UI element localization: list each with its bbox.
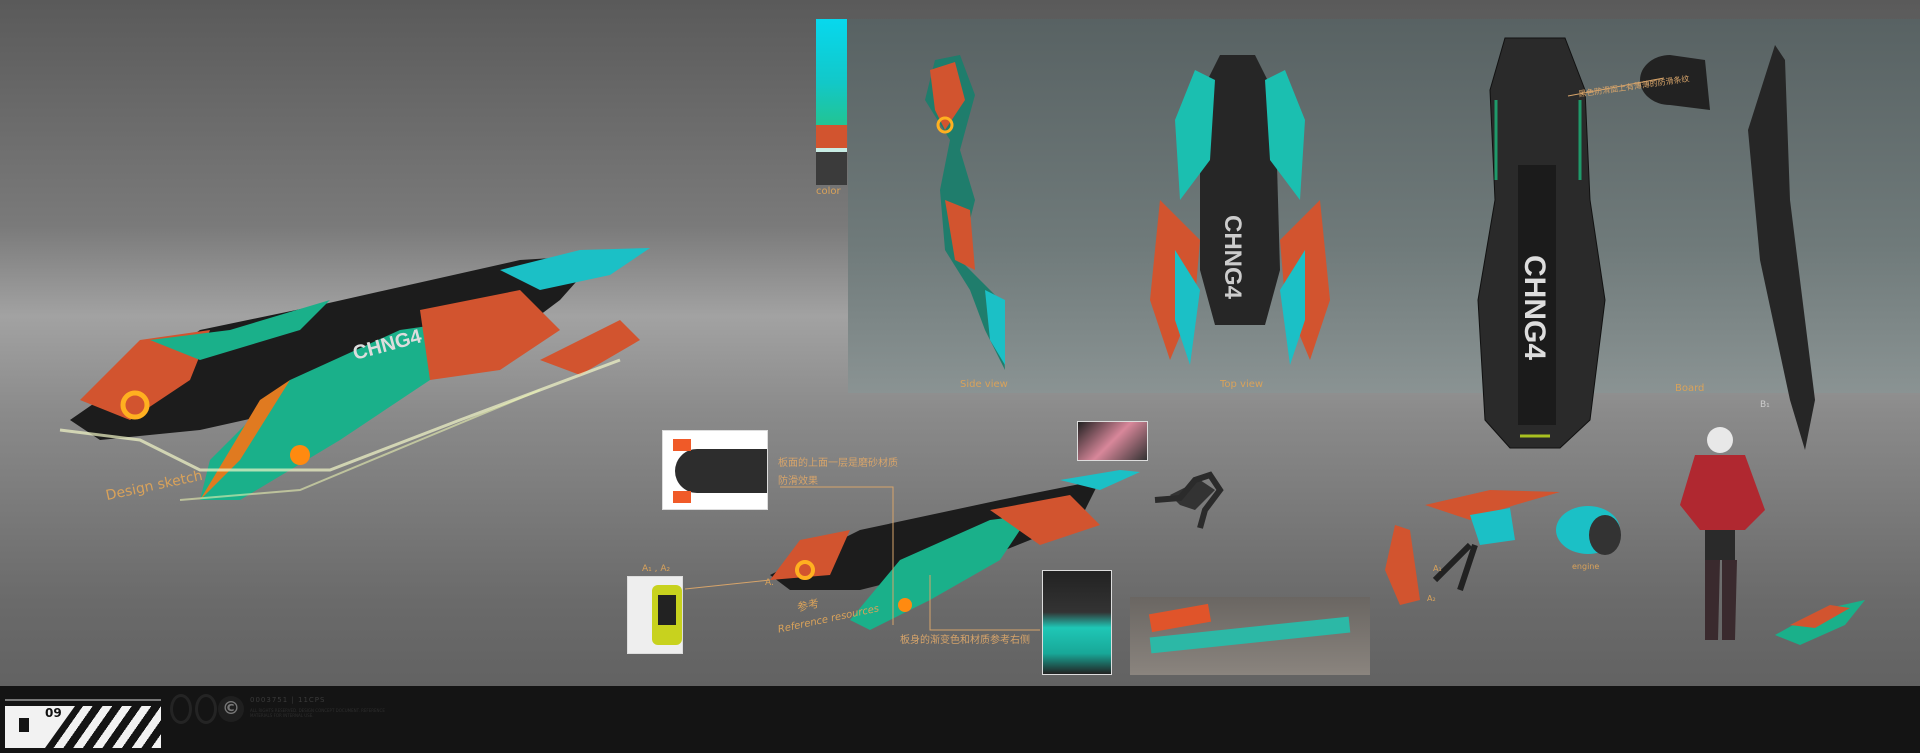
board-drawing: [1477, 37, 1710, 449]
marker-a: A.: [765, 578, 774, 588]
swatch-cyan-green: [816, 19, 847, 125]
footer-fine-print: ALL RIGHTS RESERVED. DESIGN CONCEPT DOCU…: [250, 708, 385, 718]
marker-b: B₁: [1760, 400, 1770, 410]
part-marker-a2: A₂: [1427, 594, 1436, 603]
small-ship-with-rider: [1775, 600, 1865, 645]
top-view-drawing: [1150, 55, 1330, 365]
part-marker-a1: A₁: [1433, 564, 1442, 573]
swatch-mint: [816, 148, 847, 152]
swatch-dark: [816, 152, 847, 185]
swatch-orange: [816, 125, 847, 148]
concept-vehicle-photo: [1130, 597, 1370, 675]
callout-line-skateboard: [780, 486, 894, 625]
side-view-drawing: [925, 55, 1005, 370]
page-number: 09: [45, 706, 62, 720]
body-material-note: 板身的渐变色和材质参考右侧: [900, 635, 1030, 646]
callout-line-car: [929, 575, 1040, 631]
skateboard-reference-photo: [662, 430, 768, 510]
color-palette: [816, 19, 847, 185]
orthographic-views-panel: [848, 19, 1920, 393]
top-view-label: Top view: [1220, 379, 1264, 390]
board-view-label: Board: [1675, 383, 1705, 394]
copyright-icon: ©: [218, 696, 244, 722]
side-view-label: Side view: [960, 379, 1008, 390]
engine-label: engine: [1572, 562, 1600, 571]
teal-car-reference-photo: [1042, 570, 1112, 675]
skateboard-note-1: 板面的上面一层是磨砂材质: [778, 458, 898, 469]
circle-logo-icon: [170, 694, 192, 724]
callout-line-camera: [684, 579, 771, 590]
footer-bar: 09 © 0003751 | 11CPS ALL RIGHTS RESERVED…: [0, 686, 1920, 753]
reference-ship: [770, 470, 1140, 630]
mechanical-arm-part: [1154, 471, 1224, 529]
pink-material-reference-photo: [1077, 421, 1148, 461]
camera-reference-photo: [627, 576, 683, 654]
e-logo-icon: [195, 694, 217, 724]
board-logo: CHNG4: [1518, 255, 1551, 360]
character-figure: [1680, 427, 1765, 640]
footer-code: 0003751 | 11CPS: [250, 696, 326, 704]
main-ship-sketch: [59, 248, 650, 501]
skateboard-note-2: 防滑效果: [778, 476, 818, 487]
parts-breakdown: [1170, 480, 1621, 605]
footer-divider: [5, 699, 161, 701]
top-view-logo: CHNG4: [1219, 215, 1246, 300]
palette-label: color: [816, 186, 841, 197]
hazard-stripes: [5, 706, 161, 748]
camera-markers: A₁ , A₂: [642, 564, 671, 574]
board-side-drawing: [1748, 45, 1815, 450]
